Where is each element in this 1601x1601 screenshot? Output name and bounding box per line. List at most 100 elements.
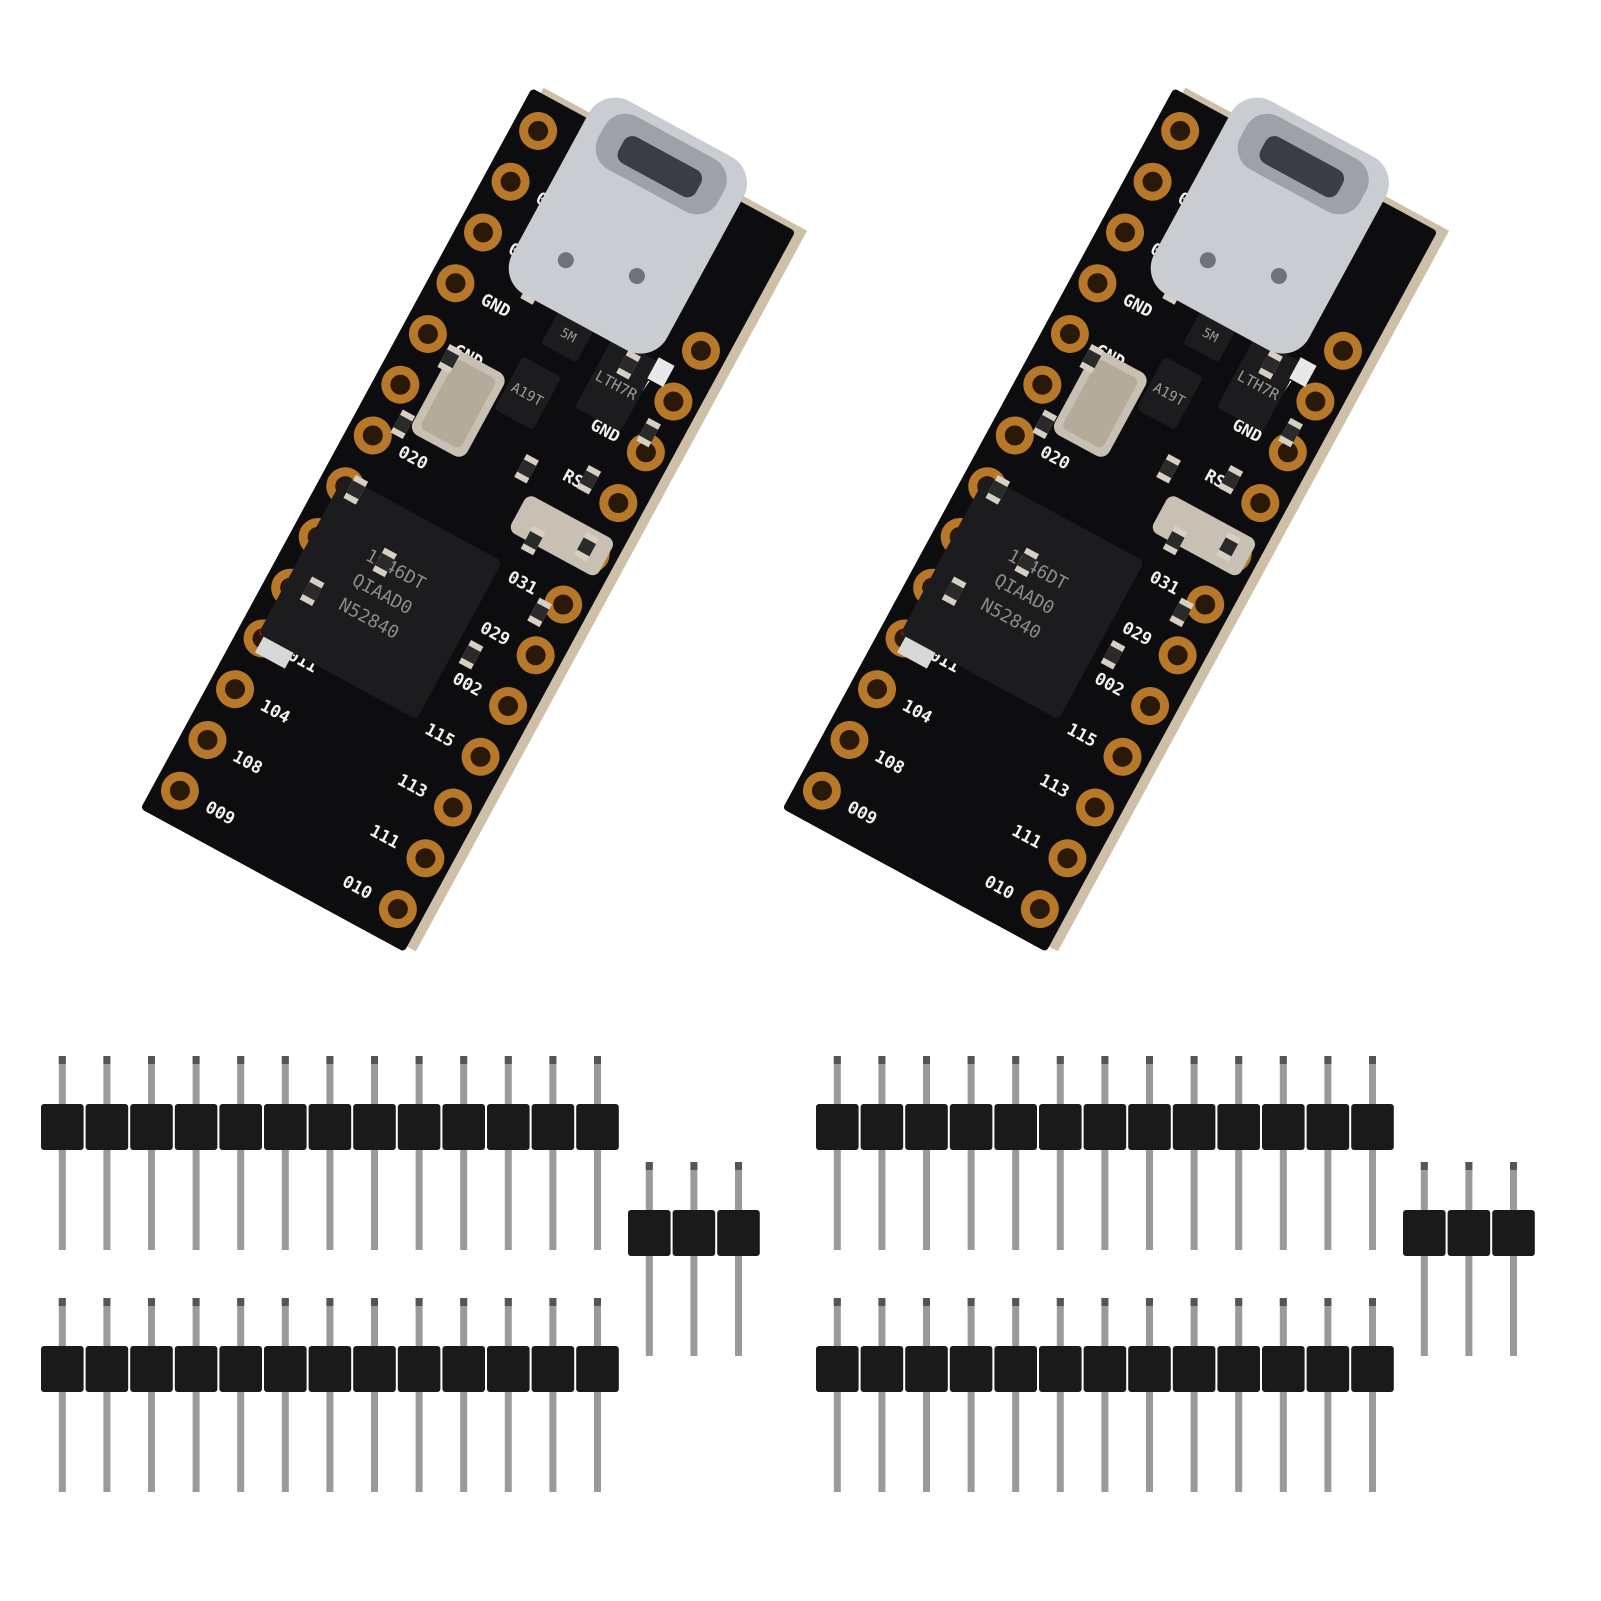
header-pin-tip	[549, 1056, 557, 1064]
header-plastic	[860, 1346, 904, 1392]
header-pin-tip	[326, 1298, 334, 1306]
header-pin-tip	[923, 1298, 930, 1306]
pad-hole	[225, 679, 246, 700]
header-pin	[148, 1388, 155, 1492]
header-pin-tip	[594, 1298, 601, 1306]
header-plastic	[308, 1104, 352, 1150]
header-pin-tip	[833, 1056, 841, 1064]
header-pin-tip	[58, 1298, 66, 1306]
header-pin	[504, 1056, 512, 1108]
transistor	[1137, 357, 1202, 429]
led	[1289, 357, 1317, 387]
smd-passive-body	[619, 355, 639, 375]
header-pin	[833, 1056, 841, 1108]
header-pin	[878, 1388, 886, 1492]
smd-passive-body	[1082, 349, 1102, 369]
header-pin-tip	[1056, 1056, 1064, 1064]
header-plastic	[487, 1346, 530, 1392]
header-pin-tip	[1279, 1056, 1287, 1064]
header-plastic	[1039, 1104, 1082, 1150]
header-pin	[415, 1298, 423, 1350]
header-pin-tip	[1056, 1298, 1064, 1306]
header-pin	[326, 1146, 334, 1250]
header-pin	[1101, 1056, 1109, 1108]
pad-hole	[608, 493, 629, 514]
header-pin	[594, 1056, 601, 1108]
header-pin	[1369, 1056, 1376, 1108]
pad-hole	[525, 645, 546, 666]
header-pin	[923, 1298, 930, 1350]
smd-passive-body	[461, 645, 481, 665]
header-pin	[148, 1056, 155, 1108]
header-pin-tip	[1465, 1162, 1473, 1170]
header-pin-tip	[1146, 1056, 1153, 1064]
pad-hole	[417, 323, 438, 344]
pad-hole	[690, 340, 711, 361]
header-pin	[1056, 1056, 1064, 1108]
header-plastic	[353, 1104, 396, 1150]
smd-passive-body	[440, 349, 460, 369]
header-pin-tip	[1146, 1298, 1153, 1306]
header-pin-tip	[103, 1056, 111, 1064]
pad-hole	[500, 171, 521, 192]
header-plastic	[717, 1210, 760, 1256]
header-pin	[1510, 1252, 1517, 1356]
header-pin	[237, 1056, 245, 1108]
header-plastic	[1351, 1104, 1394, 1150]
header-pin-tip	[326, 1056, 334, 1064]
header-plastic	[1447, 1210, 1491, 1256]
header-plastic	[130, 1346, 173, 1392]
header-pin	[192, 1146, 200, 1250]
header-pin-tip	[549, 1298, 557, 1306]
header-pin	[1146, 1146, 1153, 1250]
header-pin-tip	[371, 1056, 378, 1064]
header-pin-tip	[1101, 1298, 1109, 1306]
pad-hole	[390, 374, 411, 395]
pad-hole	[663, 391, 684, 412]
smd-passive-body	[346, 480, 366, 500]
usb-rivet	[1270, 268, 1287, 285]
header-pin-tip	[460, 1056, 468, 1064]
header-plastic	[628, 1210, 671, 1256]
header-pin-tip	[967, 1298, 975, 1306]
header-pin	[690, 1252, 698, 1356]
header-pin	[878, 1146, 886, 1250]
pad-hole	[635, 442, 656, 463]
header-plastic	[1172, 1346, 1216, 1392]
smd-passive-body	[530, 602, 550, 622]
pad-hole	[1142, 171, 1163, 192]
header-plastic	[1128, 1104, 1171, 1150]
header-pin-tip	[415, 1056, 423, 1064]
header-pin-tip	[371, 1298, 378, 1306]
header-pin	[1190, 1146, 1198, 1250]
pad-hole	[442, 797, 463, 818]
header-pin	[735, 1162, 742, 1214]
header-pin-tip	[967, 1056, 975, 1064]
header-plastic	[949, 1104, 993, 1150]
header-plastic	[85, 1104, 129, 1150]
header-plastic	[1262, 1346, 1305, 1392]
header-pin	[504, 1388, 512, 1492]
header-pin	[460, 1146, 468, 1250]
pad-hole	[839, 729, 860, 750]
header-pin-tip	[878, 1056, 886, 1064]
pad-hole	[473, 222, 494, 243]
header-pin	[1369, 1298, 1376, 1350]
header-pin	[103, 1146, 111, 1250]
header-plastic	[1306, 1104, 1350, 1150]
header-pin	[1101, 1298, 1109, 1350]
header-pin	[237, 1146, 245, 1250]
usb-rivet	[1199, 252, 1216, 269]
small-ic-marking: 5M	[558, 326, 579, 347]
pad-hole	[1115, 222, 1136, 243]
pad-hole	[387, 899, 408, 920]
header-pin	[549, 1298, 557, 1350]
header-pin	[549, 1388, 557, 1492]
header-pin	[1146, 1298, 1153, 1350]
smd-passive-body	[1103, 645, 1123, 665]
pad-hole	[811, 780, 832, 801]
antenna-cap	[897, 634, 937, 669]
small-ic-marking: 5M	[1200, 326, 1221, 347]
header-plastic	[219, 1346, 262, 1392]
header-pin	[281, 1146, 289, 1250]
